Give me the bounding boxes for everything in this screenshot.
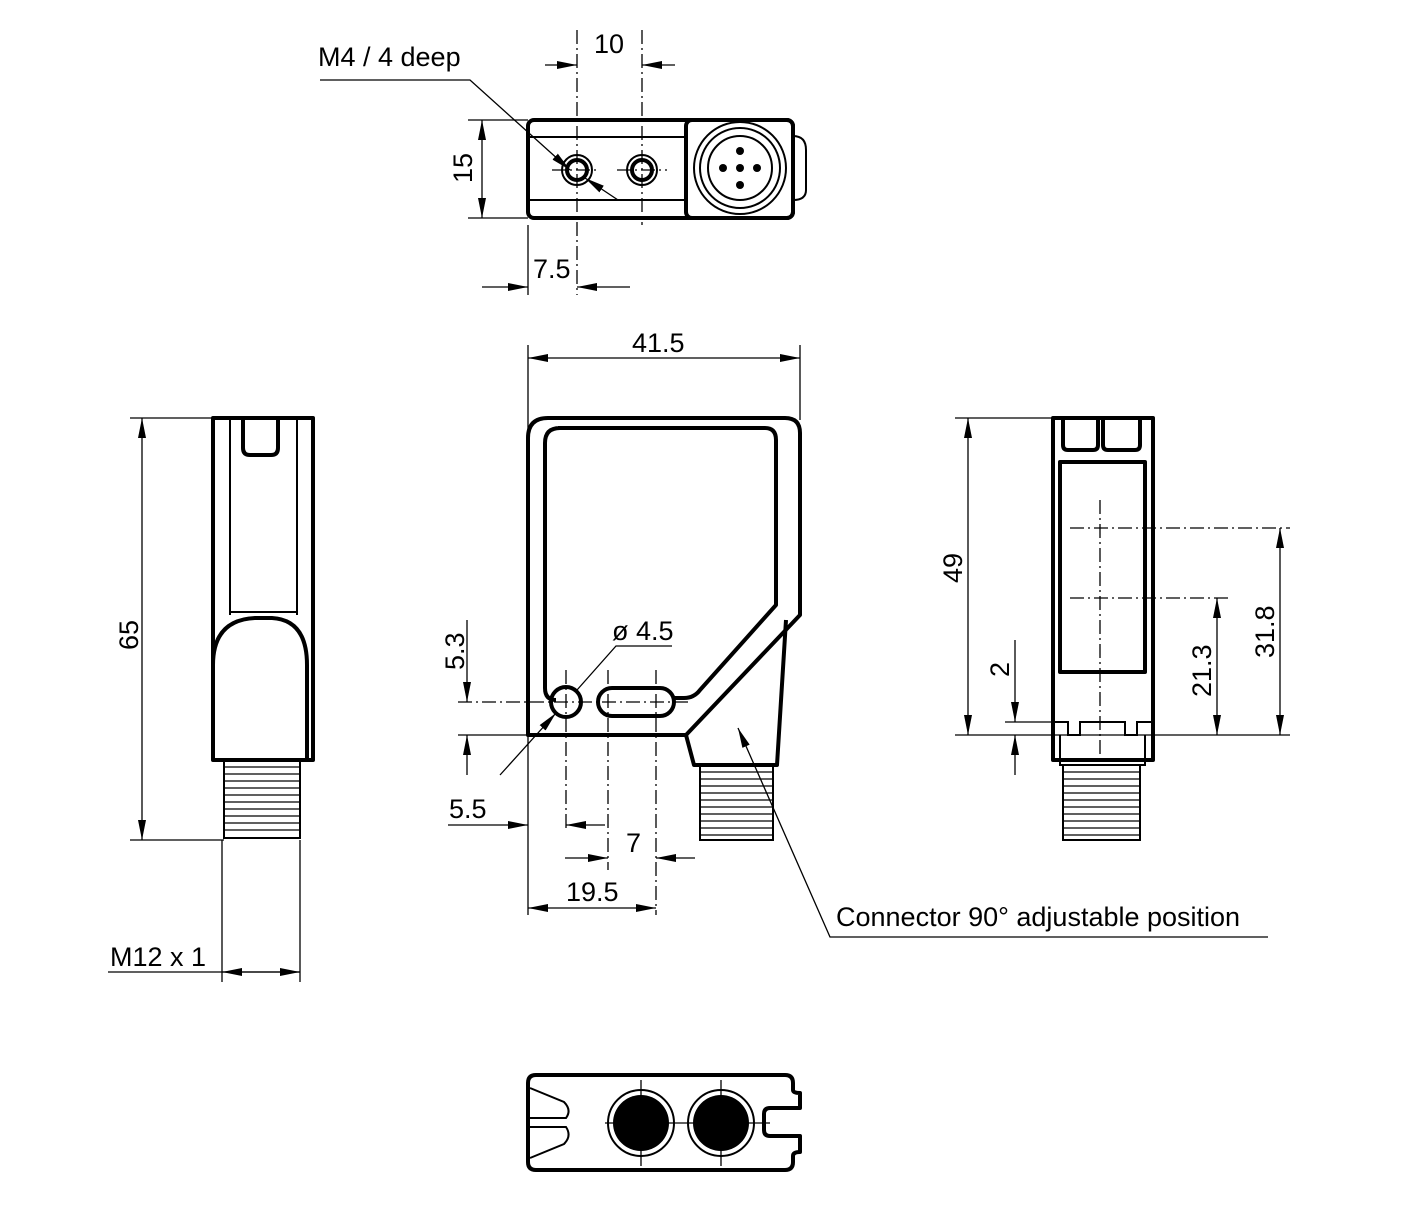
front-view: 41.5 5.3 ø 4.5 5.5 7 19.5 Connector 90° … xyxy=(440,328,1268,938)
connector-note: Connector 90° adjustable position xyxy=(836,902,1240,932)
dim-hole-diameter: ø 4.5 xyxy=(612,616,674,646)
right-view: 49 2 21.3 31.8 xyxy=(938,416,1290,841)
dim-axis-2: 31.8 xyxy=(1250,605,1280,658)
dim-hole-offset: 7.5 xyxy=(533,254,571,284)
dim-top-height: 15 xyxy=(448,153,478,183)
thread-callout-label: M4 / 4 deep xyxy=(318,42,461,72)
bottom-view xyxy=(526,1073,802,1172)
left-view: 65 M12 x 1 xyxy=(108,416,313,982)
dim-slot-end: 19.5 xyxy=(566,877,619,907)
dim-offset-small: 2 xyxy=(985,662,1015,677)
dim-slot-length: 7 xyxy=(626,828,641,858)
dim-hole-x: 5.5 xyxy=(449,794,487,824)
top-view: M4 / 4 deep 10 15 7.5 xyxy=(318,29,807,295)
dim-hole-spacing: 10 xyxy=(594,29,624,59)
dim-length: 65 xyxy=(114,620,144,650)
connector-pins-icon xyxy=(719,147,761,189)
dim-axis-1: 21.3 xyxy=(1187,644,1217,697)
dim-height: 49 xyxy=(938,553,968,583)
connector-thread-label: M12 x 1 xyxy=(110,942,206,972)
dim-hole-height: 5.3 xyxy=(440,632,470,670)
dim-width: 41.5 xyxy=(632,328,685,358)
